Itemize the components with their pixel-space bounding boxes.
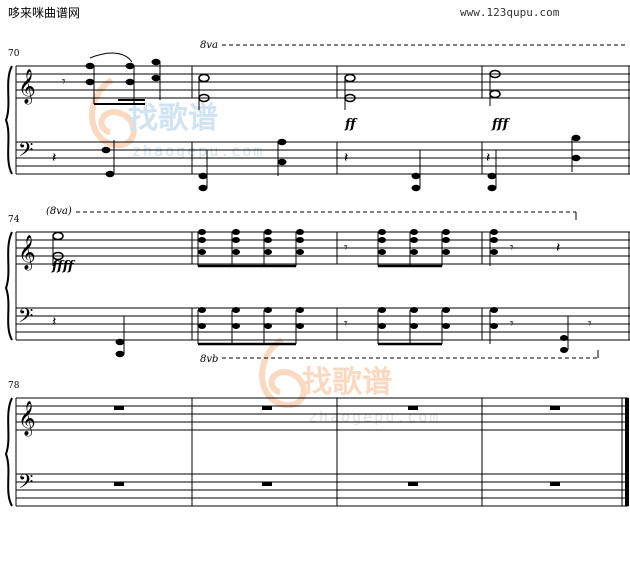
watermark-text: 找歌谱: [128, 101, 218, 136]
watermark-url: zhaogepu.com: [308, 408, 440, 426]
treble-clef-icon: 𝄞: [18, 235, 36, 271]
bass-clef-icon: 𝄢: [18, 138, 33, 166]
watermark-2: 找歌谱 zhaogepu.com: [259, 337, 440, 426]
watermark-url: zhaogepu.com: [132, 142, 264, 160]
site-title: 哆来咪曲谱网: [8, 6, 81, 20]
watermark-text: 找歌谱: [302, 365, 392, 400]
rest-icon: 𝄾: [62, 74, 66, 90]
ottava-marking: 8vb: [200, 354, 218, 365]
dynamic-marking: ff: [344, 117, 358, 132]
treble-clef-icon: 𝄞: [18, 401, 36, 437]
dynamic-marking: ffff: [51, 259, 76, 274]
site-url[interactable]: www.123qupu.com: [460, 6, 560, 19]
ottava-marking: 8va: [200, 40, 218, 51]
rest-icon: 𝄽: [486, 150, 490, 166]
measure-number: 78: [8, 381, 20, 391]
rest-icon: 𝄾: [344, 240, 348, 256]
rest-icon: 𝄾: [588, 316, 592, 332]
treble-clef-watermark-icon: [259, 337, 307, 409]
brace-icon: [4, 397, 13, 507]
final-barline: [625, 398, 629, 506]
rest-icon: 𝄾: [510, 240, 514, 256]
whole-rests: [114, 406, 560, 486]
treble-clef-icon: 𝄞: [18, 69, 36, 105]
bass-clef-icon: 𝄢: [18, 304, 33, 332]
brace-icon: [4, 231, 13, 341]
watermark-1: 找歌谱 zhaogepu.com: [89, 77, 264, 160]
ottava-marking: (8va): [46, 206, 72, 217]
rest-icon: 𝄾: [510, 316, 514, 332]
bass-clef-icon: 𝄢: [18, 470, 33, 498]
brace-icon: [4, 65, 13, 175]
measure-number: 74: [8, 215, 20, 225]
rest-icon: 𝄽: [556, 240, 560, 256]
system-1: 70 𝄞 𝄢 8va 𝄾: [4, 40, 630, 192]
measure-number: 70: [8, 49, 20, 59]
rest-icon: 𝄾: [344, 316, 348, 332]
rest-icon: 𝄽: [52, 314, 56, 330]
rest-icon: 𝄽: [52, 150, 56, 166]
system-3: 78 𝄞 𝄢: [4, 381, 629, 507]
dynamic-marking: fff: [491, 117, 511, 132]
treble-clef-watermark-icon: [89, 77, 137, 149]
system-2: 74 𝄞 𝄢 (8va) ffff 𝄽: [4, 206, 630, 365]
rest-icon: 𝄽: [344, 150, 348, 166]
